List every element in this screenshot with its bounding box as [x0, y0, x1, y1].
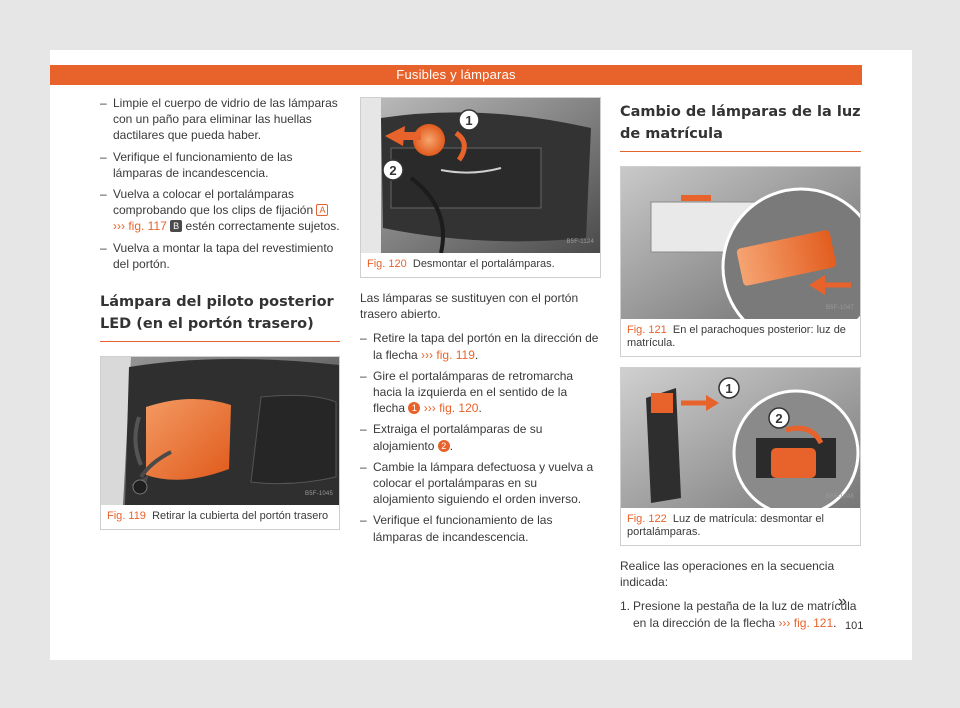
figure-link[interactable]: fig. 120: [439, 401, 479, 416]
list-item: –Retire la tapa del portón en la direcci…: [360, 331, 599, 362]
list-item: –Verifique el funcionamiento de las lámp…: [100, 149, 293, 180]
figure-image: 1 2 B5F-1124: [361, 98, 600, 253]
callout-1: 1: [725, 381, 732, 396]
list-item: –Vuelva a colocar el portalámparas compr…: [100, 187, 340, 234]
callout-tag: 2: [437, 439, 450, 452]
column-3: Cambio de lámparas de la luz de matrícul…: [620, 95, 861, 631]
list-item: –Gire el portalámparas de retromarcha ha…: [360, 368, 574, 416]
figure-image: B5F-1045: [101, 357, 339, 506]
page-number: 101: [845, 620, 864, 632]
figure-link[interactable]: fig. 121: [793, 615, 834, 630]
column-1: –Limpie el cuerpo de vidrio de las lámpa…: [100, 95, 340, 531]
section-title: Lámpara del piloto posterior LED (en el …: [100, 291, 340, 343]
figure-caption: Fig. 119 Retirar la cubierta del portón …: [107, 510, 329, 523]
section-title: Cambio de lámparas de la luz de matrícul…: [620, 101, 861, 152]
paragraph: Las lámparas se sustituyen con el portón…: [360, 291, 579, 322]
figure-122: 1 2 B5F-1048 Fig. 122 Luz de matrícula: …: [620, 367, 861, 546]
figure-119: B5F-1045 Fig. 119 Retirar la cubierta de…: [100, 356, 340, 531]
column-2: 1 2 B5F-1124 Fig. 120 Desmontar el porta…: [360, 95, 601, 550]
figure-link[interactable]: fig. 119: [436, 347, 475, 362]
list-item: –Vuelva a montar la tapa del revestimien…: [100, 240, 334, 271]
list-item: 1.Presione la pestaña de la luz de matrí…: [620, 599, 857, 630]
lamp-holder-illustration: 1 2: [361, 98, 600, 253]
list-item: –Extraiga el portalámparas de su alojami…: [360, 422, 543, 453]
figure-caption: Fig. 122 Luz de matrícula: desmontar el …: [627, 513, 824, 538]
paragraph: Realice las operaciones en la secuencia …: [620, 559, 835, 590]
callout-tag: A: [316, 204, 329, 217]
tailgate-cover-illustration: [101, 357, 339, 506]
figure-image: B5F-1047: [621, 167, 860, 319]
reference-arrows: ›››: [113, 219, 125, 234]
figure-121: B5F-1047 Fig. 121 En el parachoques post…: [620, 166, 861, 357]
figure-caption: Fig. 120 Desmontar el portalámparas.: [367, 258, 555, 270]
callout-2: 2: [775, 411, 782, 426]
figure-link[interactable]: fig. 117: [128, 219, 167, 234]
list-item: –Limpie el cuerpo de vidrio de las lámpa…: [100, 96, 338, 143]
lamp-removal-illustration: 1 2: [621, 368, 860, 508]
continue-mark: »: [838, 593, 847, 610]
callout-tag: B: [170, 220, 183, 233]
list-item: –Verifique el funcionamiento de las lámp…: [360, 513, 553, 544]
callout-2: 2: [389, 163, 396, 178]
figure-120: 1 2 B5F-1124 Fig. 120 Desmontar el porta…: [360, 97, 601, 278]
list-item: –Cambie la lámpara defectuosa y vuelva a…: [360, 459, 594, 507]
figure-image: 1 2 B5F-1048: [621, 368, 860, 508]
callout-tag: 1: [408, 402, 421, 415]
figure-caption: Fig. 121 En el parachoques posterior: lu…: [627, 324, 846, 349]
callout-1: 1: [465, 113, 472, 128]
section-header: Fusibles y lámparas: [50, 65, 862, 85]
license-plate-light-illustration: [621, 167, 860, 319]
